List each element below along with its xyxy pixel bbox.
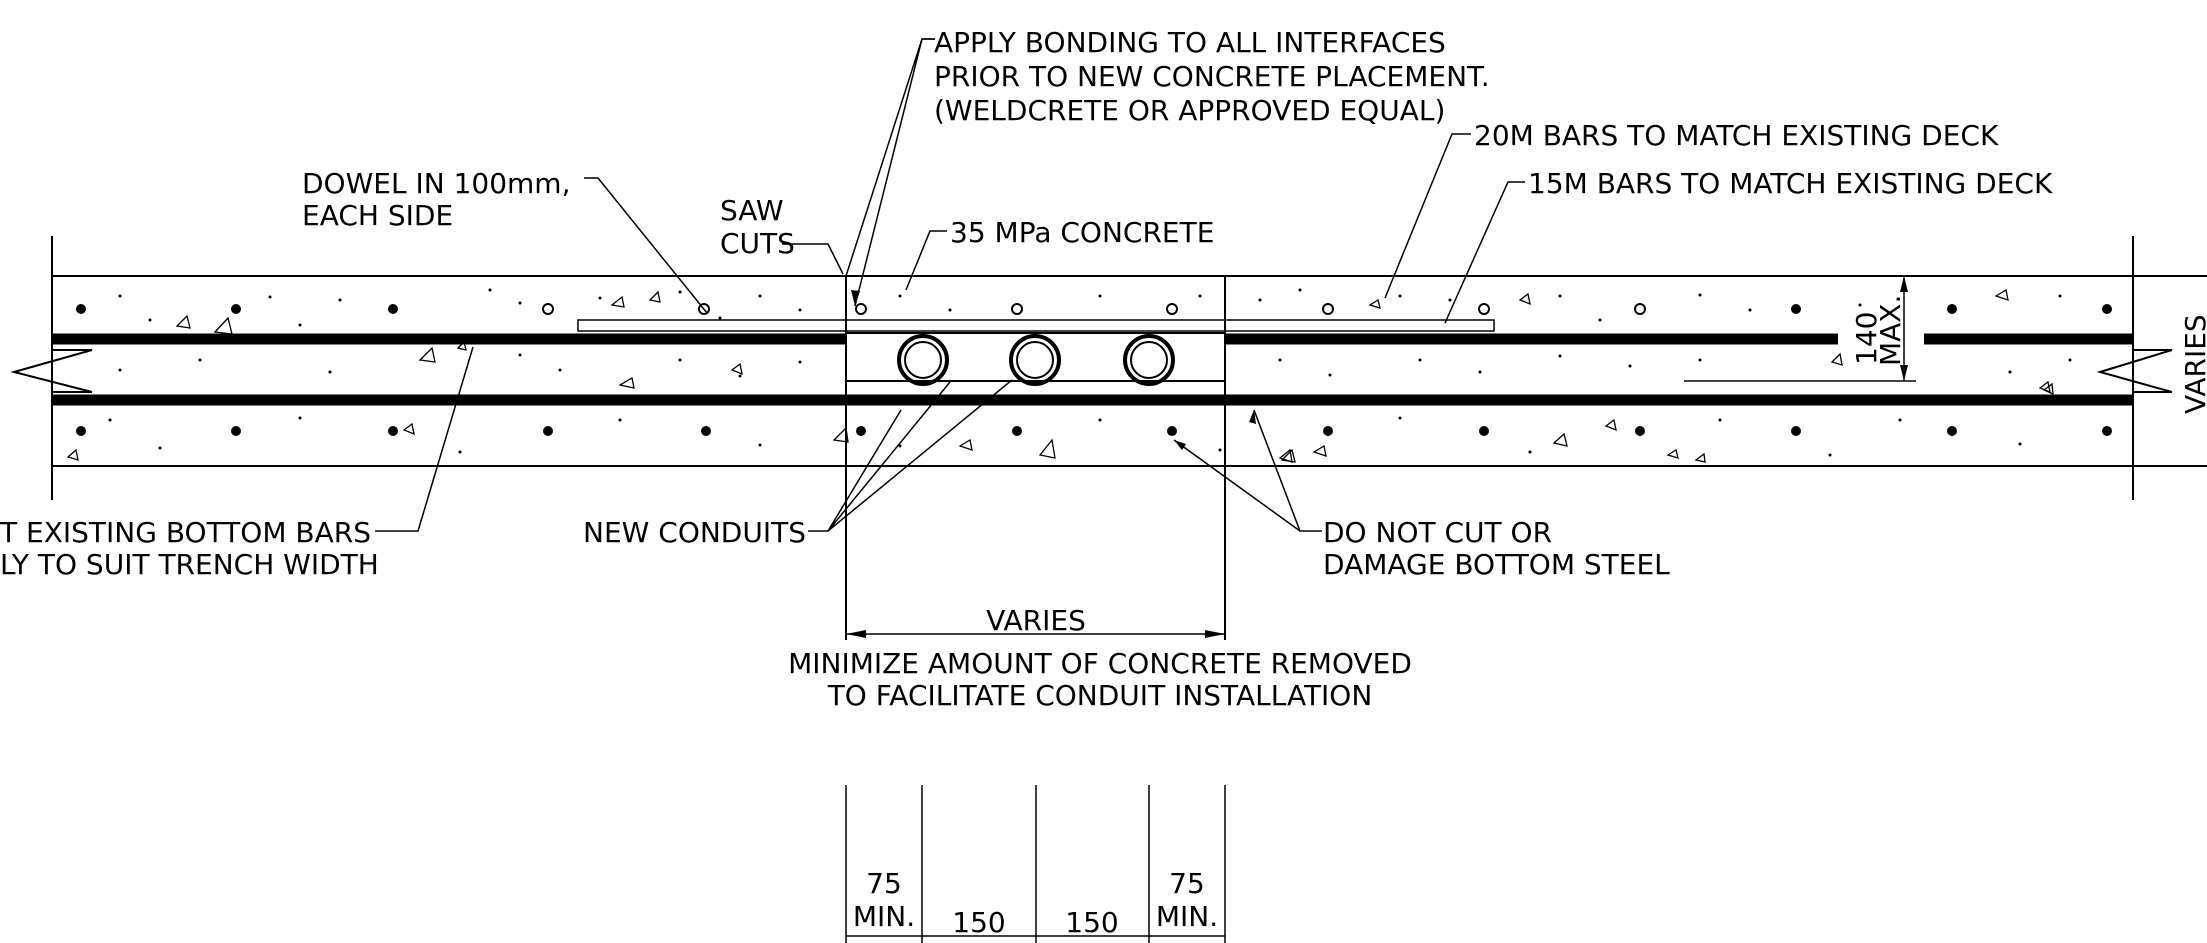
conduit <box>897 334 949 386</box>
dowel-bar-top <box>577 319 1495 332</box>
spacing-dim-2-value: 150 <box>952 906 1005 939</box>
depth-dimension-value: 140 <box>1850 312 1883 365</box>
bars-15m-note: 15M BARS TO MATCH EXISTING DECK <box>1528 167 2053 200</box>
conduit <box>1123 334 1175 386</box>
bottom-bars-note-line1: T EXISTING BOTTOM BARS <box>0 516 371 549</box>
bonding-note-line1: APPLY BONDING TO ALL INTERFACES <box>934 26 1446 59</box>
varies-width-dimension <box>846 630 1225 638</box>
conduits <box>897 334 1175 386</box>
dowel-note-line1: DOWEL IN 100mm, <box>302 167 570 200</box>
dowel-note-line2: EACH SIDE <box>302 199 453 232</box>
bar-sections <box>76 304 2112 436</box>
do-not-cut-note-line2: DAMAGE BOTTOM STEEL <box>1323 548 1670 581</box>
new-conduits-note: NEW CONDUITS <box>583 516 806 549</box>
top-reinforcement <box>52 319 2133 345</box>
depth-dimension-qualifier: MAX. <box>1874 295 1907 366</box>
dowel-sections <box>542 303 1646 315</box>
spacing-dim-1-value: 75 <box>866 867 902 900</box>
leaders <box>375 38 1525 532</box>
depth-dimension <box>1684 276 1916 382</box>
varies-width-label: VARIES <box>986 604 1086 637</box>
conduit-envelope <box>845 332 1226 382</box>
spacing-dim-1-qualifier: MIN. <box>853 900 915 933</box>
concrete-hatch <box>66 288 2054 463</box>
spacing-dim-4-value: 75 <box>1169 867 1205 900</box>
bottom-bars-note-line2: LY TO SUIT TRENCH WIDTH <box>0 548 379 581</box>
break-symbol-left <box>10 349 93 393</box>
concrete-specks <box>108 288 2072 457</box>
minimize-note-line1: MINIMIZE AMOUNT OF CONCRETE REMOVED <box>788 647 1412 680</box>
saw-cuts-note-line2: CUTS <box>720 227 795 260</box>
bars-20m-note: 20M BARS TO MATCH EXISTING DECK <box>1474 119 1999 152</box>
minimize-note-line2: TO FACILITATE CONDUIT INSTALLATION <box>827 679 1373 712</box>
spacing-dimension-lines <box>845 785 1226 943</box>
do-not-cut-note-line1: DO NOT CUT OR <box>1323 516 1552 549</box>
varies-side-label: VARIES <box>2179 314 2207 414</box>
spacing-dim-4-qualifier: MIN. <box>1156 900 1218 933</box>
saw-cuts-note-line1: SAW <box>720 194 784 227</box>
break-symbol-right <box>2096 349 2173 393</box>
bonding-note-line2: PRIOR TO NEW CONCRETE PLACEMENT. <box>934 60 1490 93</box>
deck-slab <box>10 236 2207 500</box>
bonding-note-line3: (WELDCRETE OR APPROVED EQUAL) <box>934 94 1445 127</box>
spacing-dim-3-value: 150 <box>1065 906 1118 939</box>
leader-arrowheads <box>851 290 1256 450</box>
concrete-note: 35 MPa CONCRETE <box>950 216 1214 249</box>
conduit <box>1009 334 1061 386</box>
